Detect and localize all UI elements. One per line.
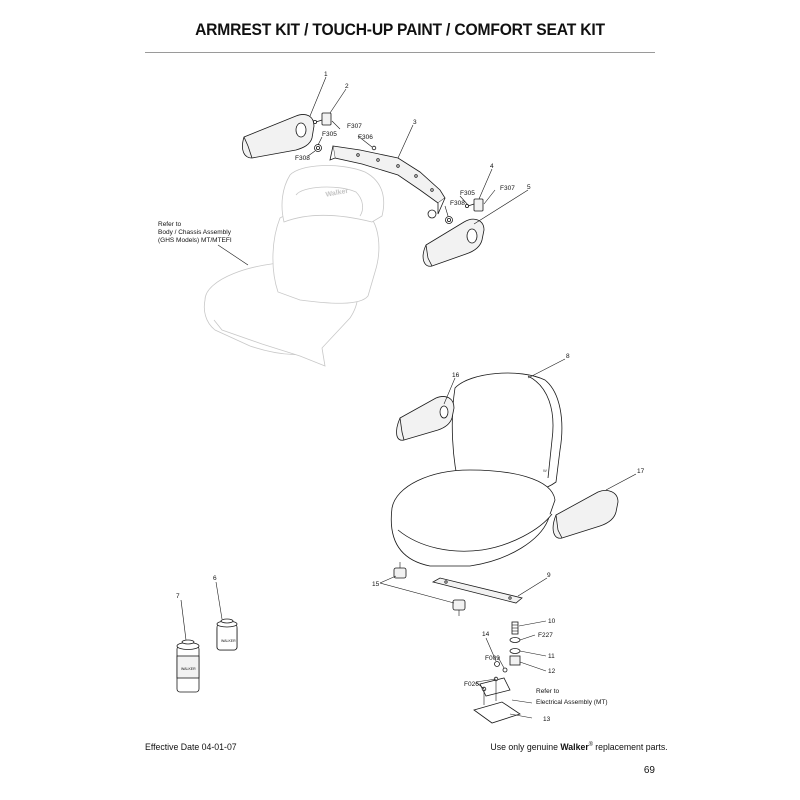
callout-1: 1	[324, 71, 328, 78]
fastener-f026: F026	[464, 681, 479, 688]
footer-genuine-parts: Use only genuine Walker® replacement par…	[491, 742, 668, 753]
mounting-bar-9	[431, 577, 523, 604]
footer-brand: Walker	[560, 742, 590, 754]
fastener-f305-b: F305	[460, 190, 475, 197]
callout-10: 10	[548, 618, 556, 625]
body-ref-leader	[217, 244, 249, 266]
callout-4: 4	[490, 163, 494, 170]
fastener-hardware-upper	[312, 119, 475, 224]
leaders-upper	[307, 76, 529, 225]
reference-seat-ghost: Walker	[203, 165, 385, 367]
base-plate-13	[473, 676, 521, 724]
callout-6: 6	[213, 575, 217, 582]
armrest-16	[396, 396, 455, 441]
callout-13: 13	[543, 716, 551, 723]
callout-11: 11	[548, 653, 555, 660]
isolators-15	[393, 562, 466, 616]
svg-text:WALKER: WALKER	[221, 639, 236, 643]
armrest-right	[422, 218, 485, 267]
fastener-f227: F227	[538, 632, 553, 639]
callout-14: 14	[482, 631, 490, 638]
armrest-17	[552, 490, 619, 539]
page-title: ARMREST KIT / TOUCH-UP PAINT / COMFORT S…	[195, 20, 605, 39]
leader-7	[180, 599, 187, 641]
title-divider	[145, 52, 655, 53]
effective-date: Effective Date 04-01-07	[145, 742, 237, 753]
paint-can-6: WALKER	[216, 618, 238, 651]
seat-logo-ghost: Walker	[325, 188, 349, 199]
callout-12: 12	[548, 668, 556, 675]
fastener-f307-b: F307	[500, 185, 515, 192]
callout-7: 7	[176, 593, 180, 600]
fastener-f307-a: F307	[347, 123, 362, 130]
mount-plate-4	[473, 198, 484, 212]
fastener-f308-b: F308	[450, 200, 465, 207]
elec-ref-note-1: Refer to	[536, 688, 560, 695]
callout-2: 2	[345, 83, 349, 90]
callout-17: 17	[637, 468, 645, 475]
mount-plate-2	[321, 112, 332, 126]
leaders-lower	[379, 358, 637, 719]
footer-registered-mark: ®	[589, 742, 594, 748]
fastener-f009: F009	[485, 655, 500, 662]
fastener-f305-a: F305	[322, 131, 337, 138]
body-ref-note-1: Refer to	[158, 221, 182, 228]
comfort-seat: W	[390, 372, 563, 567]
armrest-left	[242, 114, 315, 159]
seat-hardware-stack	[494, 621, 521, 673]
callout-15: 15	[372, 581, 380, 588]
seat-logo-small: W	[543, 468, 547, 473]
leader-6	[215, 581, 223, 620]
callout-5: 5	[527, 184, 531, 191]
fastener-f308-a: F308	[295, 155, 310, 162]
armrest-bracket	[329, 145, 446, 219]
fastener-f306: F306	[358, 134, 373, 141]
footer-prefix: Use only genuine	[490, 742, 559, 754]
callout-8: 8	[566, 353, 570, 360]
paint-can-7: WALKER	[176, 639, 200, 693]
svg-text:WALKER: WALKER	[181, 667, 196, 671]
elec-ref-note-2: Electrical Assembly (MT)	[536, 699, 608, 706]
body-ref-note-2: Body / Chassis Assembly	[158, 229, 232, 236]
callout-16: 16	[452, 372, 460, 379]
callout-9: 9	[547, 572, 551, 579]
body-ref-note-3: (GHS Models) MT/MTEFI	[158, 237, 232, 244]
footer-suffix: replacement parts.	[595, 742, 668, 754]
page-number: 69	[643, 765, 655, 776]
callout-3: 3	[413, 119, 417, 126]
